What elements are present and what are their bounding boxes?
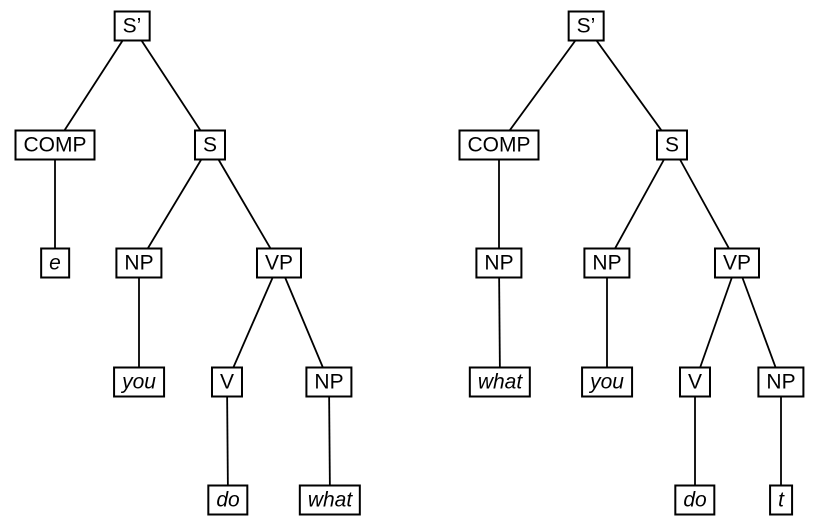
edge-left-s-prime-comp xyxy=(54,25,133,146)
node-left-np-object: NP xyxy=(305,366,353,398)
node-left-s-prime: S’ xyxy=(113,10,151,42)
node-right-np-subject: NP xyxy=(583,247,631,279)
edge-right-vp-np-object xyxy=(736,262,782,383)
node-left-s: S xyxy=(193,129,227,161)
node-left-v: V xyxy=(210,366,244,398)
node-left-np-subject: NP xyxy=(115,247,163,279)
node-right-what: what xyxy=(468,366,532,398)
edge-left-s-vp xyxy=(209,144,280,264)
node-left-comp: COMP xyxy=(14,129,96,161)
node-right-you: you xyxy=(581,366,633,398)
node-right-np-object: NP xyxy=(757,366,805,398)
node-right-s-prime: S’ xyxy=(567,10,605,42)
node-left-you: you xyxy=(113,366,165,398)
edge-left-np-object-what xyxy=(328,381,331,501)
node-left-e: e xyxy=(40,247,70,279)
node-right-s: S xyxy=(655,129,689,161)
node-right-vp: VP xyxy=(713,247,761,279)
node-right-np-comp: NP xyxy=(475,247,523,279)
edge-right-s-vp xyxy=(671,144,738,264)
edge-right-np-comp-what xyxy=(498,262,501,383)
edge-left-vp-np-object xyxy=(278,262,330,383)
node-right-t: t xyxy=(769,484,793,516)
edge-right-s-prime-comp xyxy=(498,25,587,146)
node-right-do: do xyxy=(674,484,716,516)
edge-right-s-np-subject xyxy=(606,144,673,264)
edge-left-s-prime-s xyxy=(131,25,211,146)
node-left-do: do xyxy=(207,484,249,516)
node-right-v: V xyxy=(678,366,712,398)
edge-left-vp-v xyxy=(226,262,280,383)
node-left-what: what xyxy=(298,484,362,516)
node-left-vp: VP xyxy=(255,247,303,279)
edge-right-vp-v xyxy=(694,262,738,383)
edge-left-s-np-subject xyxy=(138,144,211,264)
node-right-comp: COMP xyxy=(458,129,540,161)
edge-right-s-prime-s xyxy=(585,25,673,146)
edge-left-v-do xyxy=(226,381,229,501)
